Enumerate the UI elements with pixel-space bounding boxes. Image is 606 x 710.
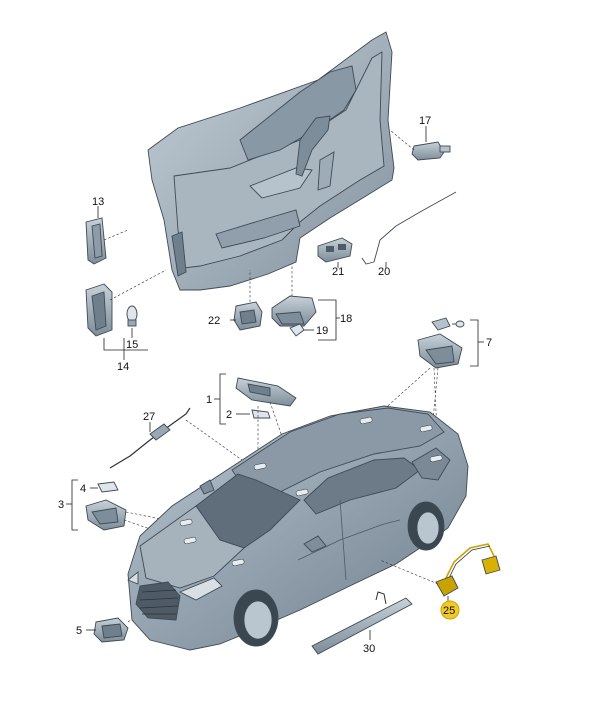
callout-22: 22 <box>208 315 220 327</box>
part-14-door-lamp <box>85 269 167 360</box>
part-22-switch <box>230 270 263 331</box>
callout-1: 1 <box>206 394 212 406</box>
part-17-bulb-holder <box>389 126 451 161</box>
callout-25: 25 <box>443 605 455 617</box>
callout-17: 17 <box>419 115 431 127</box>
car-body <box>127 405 469 651</box>
callout-30: 30 <box>363 643 375 655</box>
callout-13: 13 <box>92 196 104 208</box>
part-18-lamp-housing <box>271 264 340 341</box>
door-trim-panel <box>147 31 395 291</box>
part-7-lamp-assembly <box>371 317 484 455</box>
callout-14: 14 <box>117 361 129 373</box>
callout-4: 4 <box>80 483 86 495</box>
callout-21: 21 <box>332 266 344 278</box>
part-15-bulb <box>126 305 138 338</box>
callout-15: 15 <box>126 339 138 351</box>
callout-5: 5 <box>76 625 82 637</box>
part-4-bulb <box>90 481 119 493</box>
callout-18: 18 <box>340 313 352 325</box>
part-27-light-guide <box>109 407 257 471</box>
part-21-switch-module <box>317 237 353 268</box>
callout-27: 27 <box>143 411 155 423</box>
callout-19: 19 <box>316 325 328 337</box>
callout-2: 2 <box>226 409 232 421</box>
part-13-lamp-lens <box>85 206 129 265</box>
part-20-light-strip <box>361 191 457 268</box>
callout-7: 7 <box>486 337 492 349</box>
part-1-interior-light <box>214 373 297 425</box>
part-30-sill-trim <box>311 591 413 655</box>
part-19-bulb <box>289 323 314 337</box>
callout-3: 3 <box>58 499 64 511</box>
part-25-wiring-harness <box>379 543 501 602</box>
callout-20: 20 <box>378 266 390 278</box>
callout-25-highlight <box>440 600 460 620</box>
